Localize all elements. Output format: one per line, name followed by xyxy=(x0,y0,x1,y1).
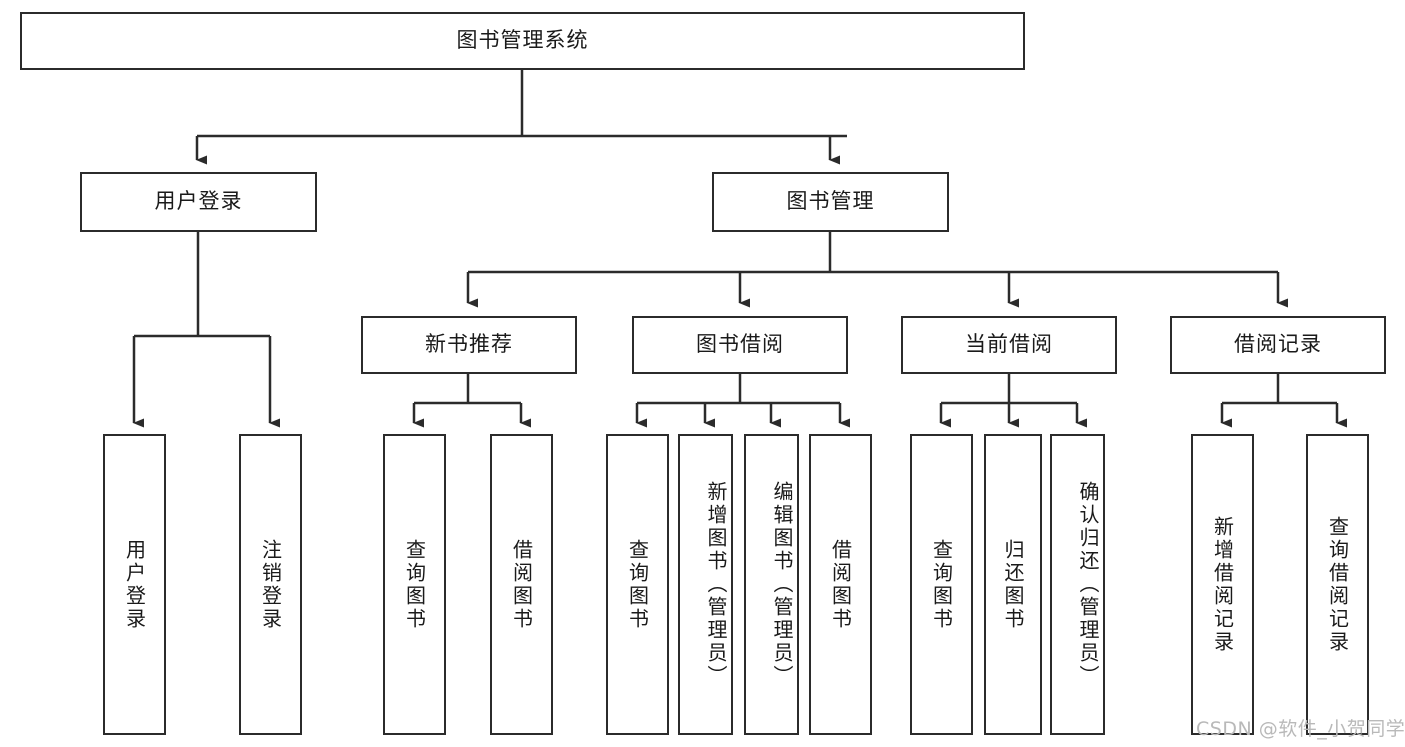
node-user-login[interactable]: 用户登录 xyxy=(80,172,317,232)
leaf-edit-book[interactable]: 编辑图书（管理员） xyxy=(744,434,799,735)
leaf-query-book-2-label: 查询图书 xyxy=(625,538,650,631)
leaf-confirm-return[interactable]: 确认归还（管理员） xyxy=(1050,434,1105,735)
leaf-query-book-1[interactable]: 查询图书 xyxy=(383,434,446,735)
leaf-add-book[interactable]: 新增图书（管理员） xyxy=(678,434,733,735)
leaf-borrow-book-1-label: 借阅图书 xyxy=(509,538,534,631)
leaf-borrow-book-1[interactable]: 借阅图书 xyxy=(490,434,553,735)
node-current-borrow[interactable]: 当前借阅 xyxy=(901,316,1117,374)
node-book-borrow-label: 图书借阅 xyxy=(696,332,784,357)
leaf-return-book[interactable]: 归还图书 xyxy=(984,434,1042,735)
leaf-query-record-label: 查询借阅记录 xyxy=(1325,515,1350,654)
node-borrow-record-label: 借阅记录 xyxy=(1234,332,1322,357)
node-book-borrow[interactable]: 图书借阅 xyxy=(632,316,848,374)
leaf-user-login[interactable]: 用户登录 xyxy=(103,434,166,735)
leaf-borrow-book-2[interactable]: 借阅图书 xyxy=(809,434,872,735)
leaf-user-login-label: 用户登录 xyxy=(122,538,147,631)
node-root-label: 图书管理系统 xyxy=(456,28,589,53)
node-new-book-rec[interactable]: 新书推荐 xyxy=(361,316,577,374)
leaf-edit-book-label: 编辑图书（管理员） xyxy=(770,481,794,688)
leaf-logout-label: 注销登录 xyxy=(258,538,283,631)
leaf-borrow-book-2-label: 借阅图书 xyxy=(828,538,853,631)
leaf-query-record[interactable]: 查询借阅记录 xyxy=(1306,434,1369,735)
node-book-manage-label: 图书管理 xyxy=(786,189,875,214)
leaf-return-book-label: 归还图书 xyxy=(1001,538,1025,631)
node-new-book-rec-label: 新书推荐 xyxy=(425,332,513,357)
leaf-add-book-label: 新增图书（管理员） xyxy=(704,481,728,688)
leaf-query-book-1-label: 查询图书 xyxy=(402,538,427,631)
node-book-manage[interactable]: 图书管理 xyxy=(712,172,949,232)
node-user-login-label: 用户登录 xyxy=(154,189,243,214)
node-current-borrow-label: 当前借阅 xyxy=(965,332,1053,357)
leaf-query-book-3-label: 查询图书 xyxy=(929,538,954,631)
leaf-add-record-label: 新增借阅记录 xyxy=(1210,515,1235,654)
node-borrow-record[interactable]: 借阅记录 xyxy=(1170,316,1386,374)
node-root[interactable]: 图书管理系统 xyxy=(20,12,1025,70)
leaf-logout[interactable]: 注销登录 xyxy=(239,434,302,735)
leaf-confirm-return-label: 确认归还（管理员） xyxy=(1076,481,1100,688)
leaf-add-record[interactable]: 新增借阅记录 xyxy=(1191,434,1254,735)
leaf-query-book-2[interactable]: 查询图书 xyxy=(606,434,669,735)
leaf-query-book-3[interactable]: 查询图书 xyxy=(910,434,973,735)
